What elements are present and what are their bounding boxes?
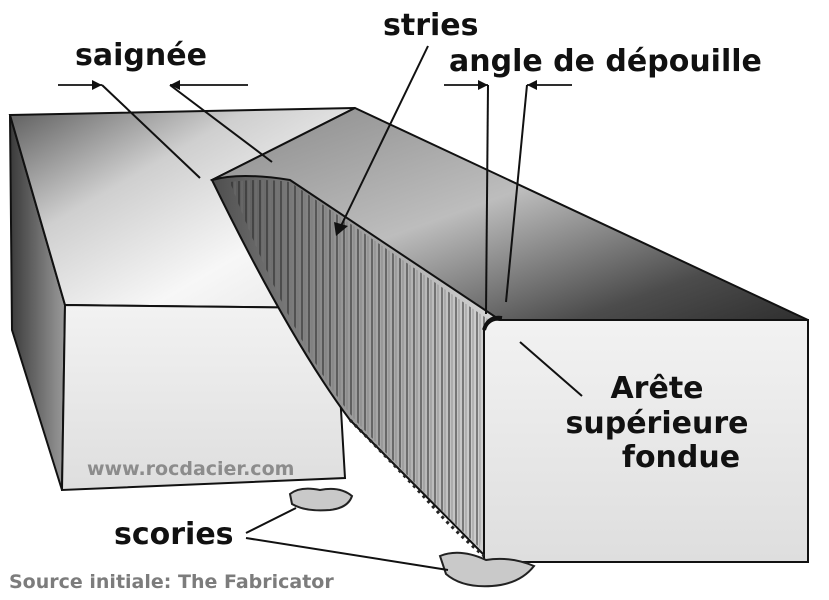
draft-arrow-right (527, 80, 537, 90)
draft-angle-label: angle de dépouille (449, 44, 762, 79)
melted-edge-leader (519, 341, 583, 397)
kerf-leader-2 (169, 84, 273, 163)
left-block-front (60, 303, 347, 492)
dross-leader-left (245, 507, 297, 534)
watermark: www.rocdacier.com (87, 458, 295, 480)
melted-edge-label-1: Arête (610, 371, 704, 406)
striations-arrow (334, 222, 348, 236)
dross-label: scories (114, 517, 234, 552)
kerf-label: saignée (75, 38, 207, 73)
draft-arrow-left (478, 80, 488, 90)
kerf-arrow-right (170, 80, 180, 90)
striations-label: stries (383, 8, 479, 43)
kerf-arrow-left (92, 80, 102, 90)
kerf-leader-1 (101, 84, 201, 179)
melted-edge-label-2: supérieure (565, 406, 749, 441)
dross-right (438, 551, 536, 588)
melted-edge-label-3: fondue (621, 440, 741, 475)
striations-leader (339, 45, 429, 229)
melted-top-edge (482, 315, 503, 331)
dross-along-cut (348, 418, 485, 558)
source-credit: Source initiale: The Fabricator (9, 571, 334, 593)
dross-left (288, 487, 354, 512)
dross-leader-right (245, 537, 449, 571)
draft-leader-2 (505, 84, 528, 303)
striations (230, 180, 492, 548)
draft-leader-1 (485, 84, 489, 315)
